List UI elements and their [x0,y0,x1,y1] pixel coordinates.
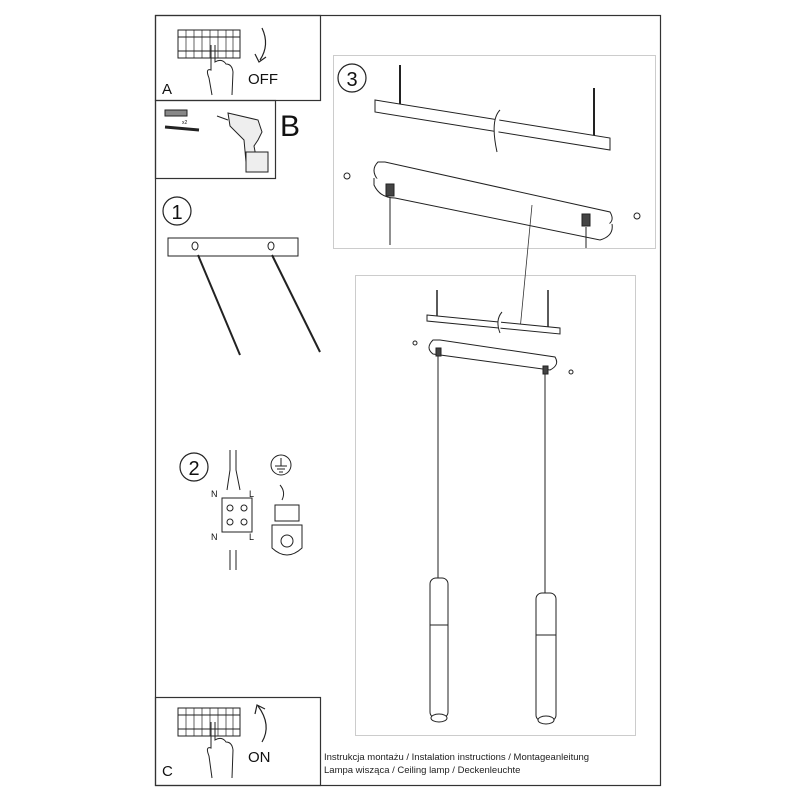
breaker-icon [177,29,241,59]
ground-terminal-icon [271,484,303,556]
step2-number: 2 [188,458,199,480]
step3-detail-frame [333,55,656,249]
breaker-icon-c [177,707,241,737]
wire-label-l-bottom: L [249,532,254,542]
pendant-lamp-overview [412,290,574,725]
step1-badge [162,196,192,226]
hand-icon [206,45,234,96]
panel-c-frame [154,696,322,787]
canopy-assembly-detail [343,65,641,248]
step2-badge [179,452,209,482]
on-label: ON [248,749,271,766]
wire-label-n-top: N [211,489,218,499]
terminal-block-icon [221,450,253,570]
step1-number: 1 [171,202,182,224]
wire-label-n-bottom: N [211,532,218,542]
caption-instructions: Instrukcja montażu / Instalation instruc… [324,752,590,763]
arrow-up-icon [254,704,267,743]
screw-icon [164,125,200,132]
panel-b-label: B [280,110,300,143]
wire-label-l-top: L [249,489,254,499]
panel-b-frame [154,99,277,180]
panel-c-label: C [162,763,173,780]
caption-product: Lampa wisząca / Ceiling lamp / Deckenleu… [324,765,521,776]
ground-icon [270,454,292,476]
detail-pointer-line [519,204,533,331]
step3-badge [337,63,367,93]
quantity-label: x2 [182,120,188,126]
mounting-bar-drilling [167,237,321,356]
step3-number: 3 [346,69,357,91]
arrow-down-icon [254,27,267,63]
lamp-overview-frame [355,275,636,736]
off-label: OFF [248,71,278,88]
drill-icon [216,112,269,173]
dowel-icon [164,109,188,117]
panel-a-label: A [162,81,172,98]
hand-icon-c [206,722,234,779]
outer-frame [154,14,662,787]
